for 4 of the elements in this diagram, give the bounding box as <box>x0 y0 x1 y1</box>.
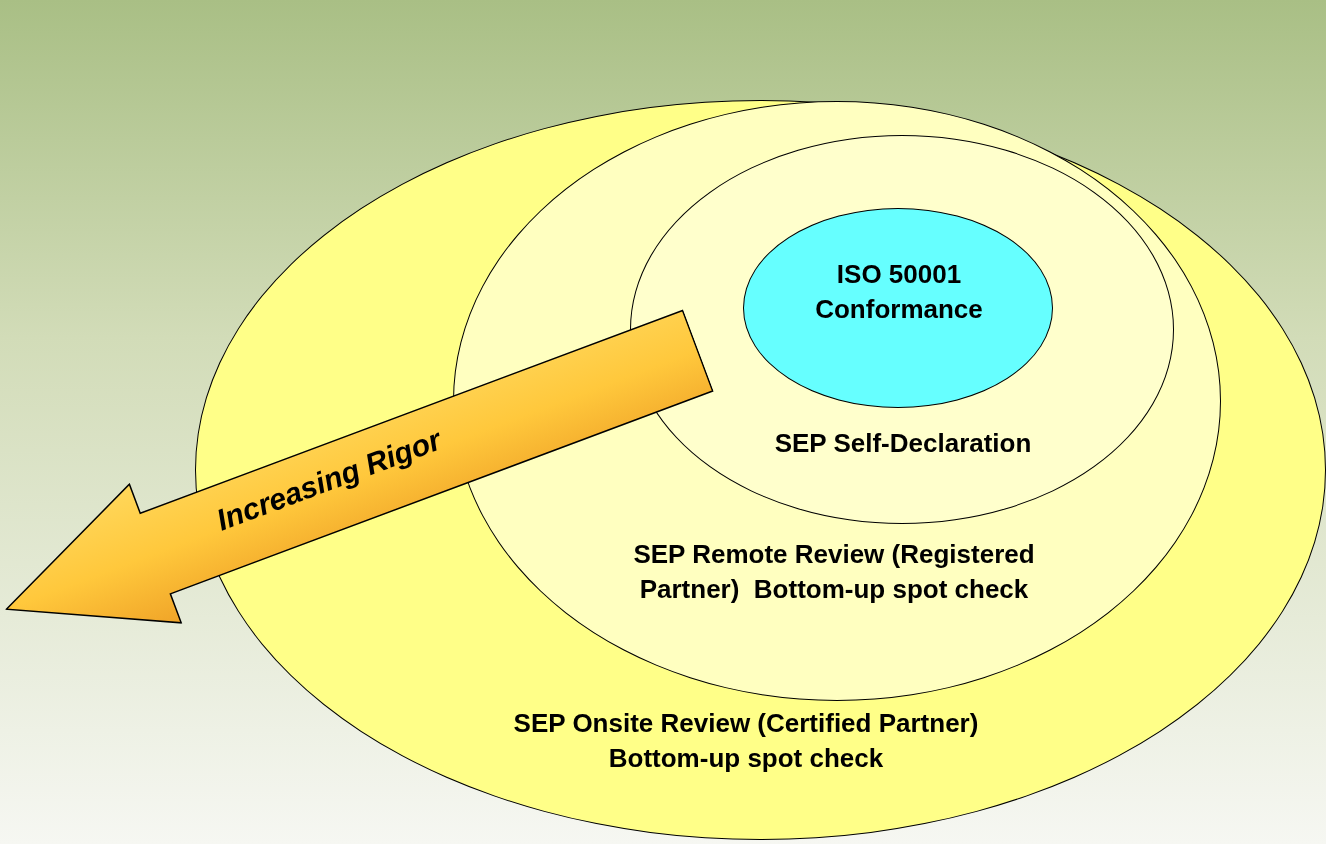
ellipse-label: SEP Onsite Review (Certified Partner) Bottom-up spot check <box>512 707 980 776</box>
ellipse-label: ISO 50001 Conformance <box>814 258 984 327</box>
ellipse-label: SEP Remote Review (Registered Partner) Bottom-up spot check <box>632 538 1036 607</box>
ellipse-label: SEP Self-Declaration <box>773 427 1033 460</box>
